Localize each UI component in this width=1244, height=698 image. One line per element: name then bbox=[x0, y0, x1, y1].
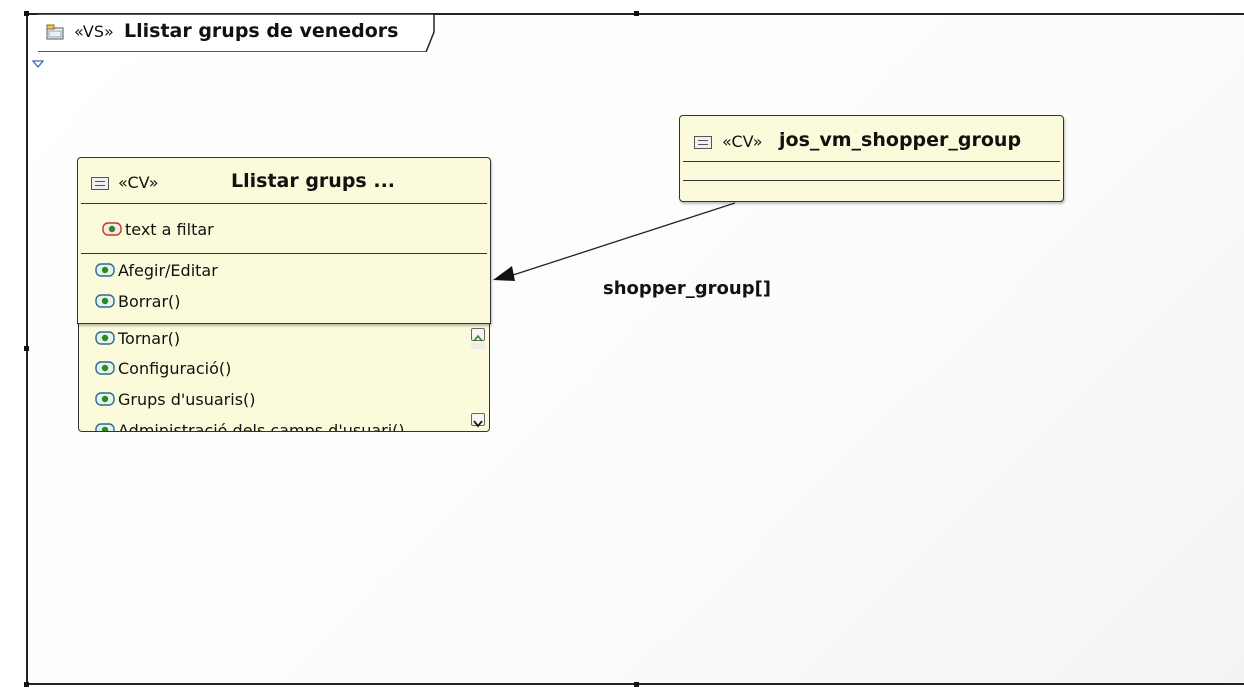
operation-icon bbox=[95, 294, 115, 308]
operation-label: Borrar() bbox=[118, 291, 181, 311]
operation-label: Tornar() bbox=[118, 328, 181, 348]
operation-separator bbox=[683, 180, 1060, 181]
frame-title: Llistar grups de venedors bbox=[124, 20, 399, 42]
operation-icon bbox=[95, 423, 115, 431]
attribute-row[interactable]: text a filtar bbox=[102, 215, 214, 243]
resize-handle-middle-left[interactable] bbox=[24, 346, 29, 351]
operation-row[interactable]: Afegir/Editar bbox=[95, 256, 218, 284]
class-name: Llistar grups ... bbox=[231, 170, 396, 192]
attribute-separator bbox=[683, 161, 1060, 162]
class-llistar-grups[interactable]: «CV» Llistar grups ... text a filtar Afe… bbox=[77, 157, 491, 324]
association-arrowhead bbox=[493, 266, 515, 281]
class-icon bbox=[694, 136, 712, 149]
operation-icon bbox=[95, 331, 115, 345]
operation-label: Afegir/Editar bbox=[118, 260, 218, 280]
class-name: jos_vm_shopper_group bbox=[779, 129, 1022, 151]
class-jos-vm-shopper-group[interactable]: «CV» jos_vm_shopper_group bbox=[679, 115, 1064, 202]
package-folder-icon bbox=[46, 24, 64, 40]
attribute-label: text a filtar bbox=[125, 219, 214, 239]
operations-scroll-compartment[interactable]: Tornar() Configuració() Grups d'usuaris(… bbox=[78, 322, 490, 432]
chevron-down-icon bbox=[473, 420, 483, 428]
operation-icon bbox=[95, 392, 115, 406]
operation-row[interactable]: Grups d'usuaris() bbox=[95, 385, 256, 413]
association-label: shopper_group[] bbox=[603, 278, 772, 299]
operation-label: Grups d'usuaris() bbox=[118, 389, 256, 409]
operation-separator bbox=[81, 253, 487, 254]
resize-handle-bottom-left[interactable] bbox=[24, 682, 29, 687]
operation-icon bbox=[95, 361, 115, 375]
collapse-triangle-icon[interactable] bbox=[32, 60, 44, 68]
operation-row[interactable]: Borrar() bbox=[95, 287, 181, 315]
association-line[interactable] bbox=[509, 202, 736, 277]
frame-title-tab[interactable]: «VS» Llistar grups de venedors bbox=[38, 14, 438, 52]
resize-handle-top-middle[interactable] bbox=[634, 11, 639, 16]
resize-handle-bottom-middle[interactable] bbox=[634, 682, 639, 687]
operation-row[interactable]: Administració dels camps d'usuari() bbox=[95, 416, 405, 432]
attribute-separator bbox=[81, 203, 487, 204]
scroll-up-button[interactable] bbox=[471, 328, 485, 342]
frame-tab-outline bbox=[38, 14, 435, 52]
class-icon bbox=[91, 177, 109, 190]
operation-row[interactable]: Tornar() bbox=[95, 324, 180, 352]
class-stereotype: «CV» bbox=[118, 173, 159, 192]
scroll-track[interactable] bbox=[471, 343, 485, 349]
operation-row[interactable]: Configuració() bbox=[95, 354, 231, 382]
operation-label: Administració dels camps d'usuari() bbox=[118, 420, 405, 432]
scroll-down-button[interactable] bbox=[471, 413, 485, 428]
operation-icon bbox=[95, 263, 115, 277]
attribute-icon bbox=[102, 222, 122, 236]
frame-stereotype: «VS» bbox=[74, 22, 114, 41]
operation-label: Configuració() bbox=[118, 358, 232, 378]
resize-handle-top-left[interactable] bbox=[24, 11, 29, 16]
class-stereotype: «CV» bbox=[722, 132, 763, 151]
chevron-up-icon bbox=[473, 334, 483, 342]
